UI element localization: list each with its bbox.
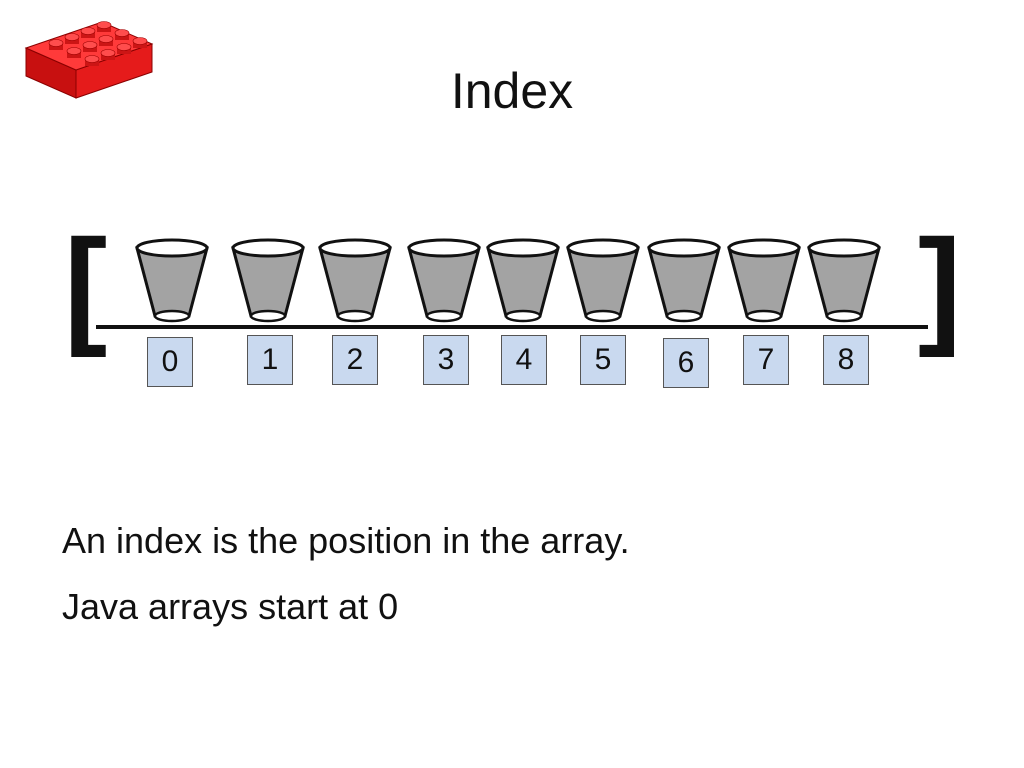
cup-icon xyxy=(727,238,801,323)
index-box: 1 xyxy=(247,335,293,385)
cup-bottom xyxy=(336,309,374,323)
lego-stud-top xyxy=(84,55,100,63)
cup-bottom xyxy=(825,309,863,323)
cup-rim xyxy=(647,238,721,258)
cup-bottom xyxy=(584,309,622,323)
page-title: Index xyxy=(450,63,574,119)
cup-rim xyxy=(318,238,392,258)
lego-stud-top xyxy=(100,49,116,57)
lego-stud-top xyxy=(82,41,98,49)
lego-stud-top xyxy=(114,29,130,37)
body-line-1: An index is the position in the array. xyxy=(62,520,630,561)
lego-stud-top xyxy=(80,27,96,35)
cup-bottom xyxy=(745,309,783,323)
cup-bottom xyxy=(249,309,287,323)
bracket-close: ] xyxy=(918,212,961,358)
cup-bottom xyxy=(153,309,191,323)
cup-rim xyxy=(566,238,640,258)
cup-body xyxy=(486,246,560,318)
index-box: 0 xyxy=(147,337,193,387)
cup-rim xyxy=(407,238,481,258)
lego-stud-top xyxy=(64,33,80,41)
cup-body xyxy=(135,246,209,318)
lego-stud-top xyxy=(96,21,112,29)
index-box: 3 xyxy=(423,335,469,385)
index-box: 6 xyxy=(663,338,709,388)
cup-body xyxy=(231,246,305,318)
cup-icon xyxy=(135,238,209,323)
index-box: 2 xyxy=(332,335,378,385)
cup-body xyxy=(318,246,392,318)
lego-brick-icon xyxy=(24,21,154,99)
cup-body xyxy=(807,246,881,318)
index-box: 8 xyxy=(823,335,869,385)
bracket-open: [ xyxy=(64,212,107,358)
cup-icon xyxy=(407,238,481,323)
cup-rim xyxy=(727,238,801,258)
index-box: 4 xyxy=(501,335,547,385)
cup-body xyxy=(727,246,801,318)
cup-body xyxy=(407,246,481,318)
lego-stud-top xyxy=(116,43,132,51)
lego-stud-top xyxy=(98,35,114,43)
cup-icon xyxy=(566,238,640,323)
cup-rim xyxy=(231,238,305,258)
index-box: 5 xyxy=(580,335,626,385)
cup-icon xyxy=(486,238,560,323)
body-line-2: Java arrays start at 0 xyxy=(62,586,399,627)
cup-bottom xyxy=(665,309,703,323)
cup-icon xyxy=(318,238,392,323)
cup-rim xyxy=(807,238,881,258)
cup-body xyxy=(647,246,721,318)
lego-stud-top xyxy=(66,47,82,55)
cup-rim xyxy=(486,238,560,258)
cup-bottom xyxy=(425,309,463,323)
cup-icon xyxy=(807,238,881,323)
cup-body xyxy=(566,246,640,318)
cup-rim xyxy=(135,238,209,258)
cup-icon xyxy=(231,238,305,323)
cup-icon xyxy=(647,238,721,323)
cup-bottom xyxy=(504,309,542,323)
lego-stud-top xyxy=(132,37,148,45)
index-box: 7 xyxy=(743,335,789,385)
lego-stud-top xyxy=(48,39,64,47)
